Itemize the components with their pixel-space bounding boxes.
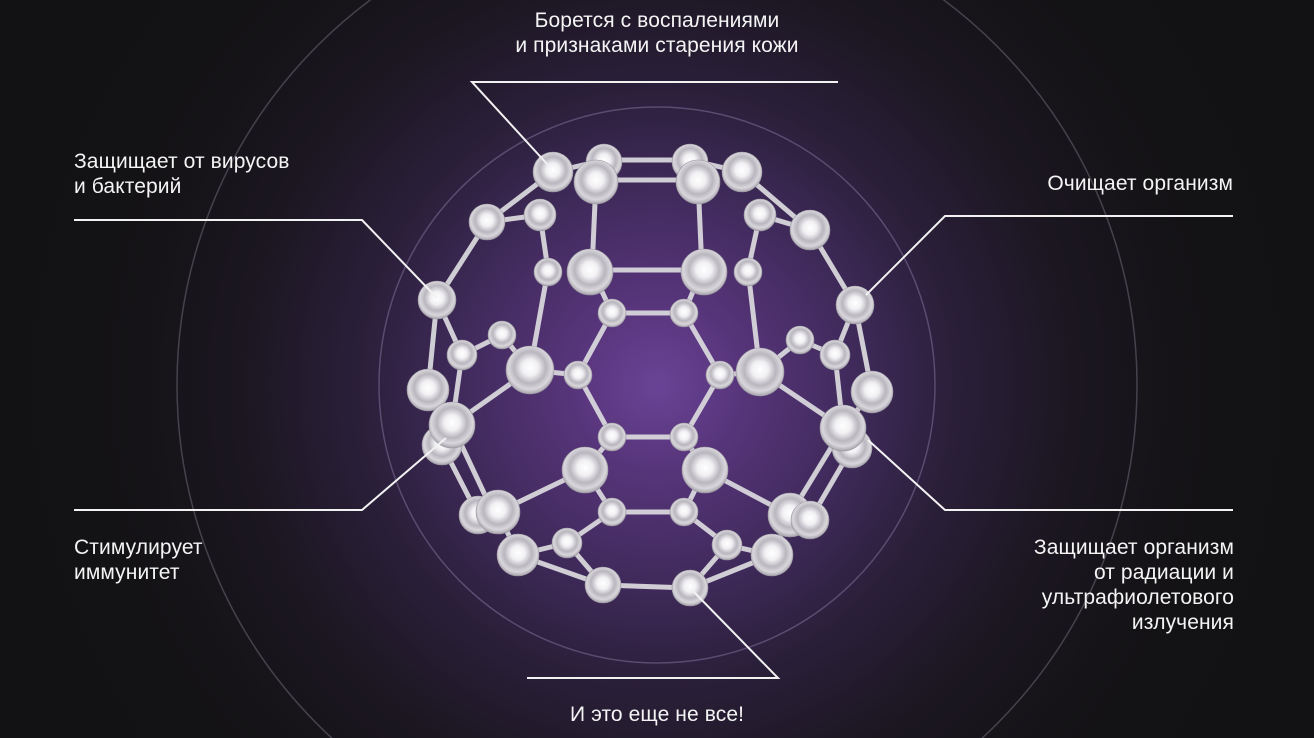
callout-top: Борется с воспалениями и признаками стар… — [0, 8, 1314, 58]
callout-right-bottom-line-1: Защищает организм — [1033, 536, 1234, 559]
callout-top-line-1: Борется с воспалениями — [534, 9, 780, 32]
callout-left-top-line-1: Защищает от вирусов — [74, 150, 290, 173]
inner-ring — [378, 106, 936, 664]
callout-left-bottom-line-1: Стимулирует — [74, 536, 203, 559]
callout-right-bottom-line-3: ультрафиолетового — [1041, 586, 1234, 609]
callout-right-top: Очищает организм — [1047, 171, 1233, 196]
callout-top-line-2: и признаками старения кожи — [515, 34, 799, 57]
callout-bottom-line-1: И это еще не все! — [569, 703, 745, 726]
callout-right-bottom: Защищает организм от радиации и ультрафи… — [1034, 535, 1234, 635]
callout-right-top-line-1: Очищает организм — [1047, 172, 1233, 195]
callout-right-bottom-line-4: излучения — [1131, 611, 1234, 634]
callout-left-bottom-line-2: иммунитет — [74, 561, 180, 584]
callout-right-bottom-line-2: от радиации и — [1093, 561, 1234, 584]
callout-line-left-top — [74, 219, 438, 299]
callout-line-bottom — [527, 589, 781, 679]
molecule-atoms — [406, 143, 894, 607]
outer-ring — [176, 0, 1138, 738]
callout-bottom: И это еще не все! — [0, 702, 1314, 727]
callout-line-right-top — [865, 215, 1233, 296]
rings — [176, 0, 1138, 738]
callout-line-top — [469, 81, 838, 166]
callout-lines — [74, 81, 1233, 679]
callout-line-left-bottom — [74, 437, 447, 511]
callout-left-top-line-2: и бактерий — [74, 175, 182, 198]
callout-left-top: Защищает от вирусов и бактерий — [74, 149, 290, 199]
callout-left-bottom: Стимулирует иммунитет — [74, 535, 203, 585]
callout-line-right-bottom — [867, 439, 1233, 511]
